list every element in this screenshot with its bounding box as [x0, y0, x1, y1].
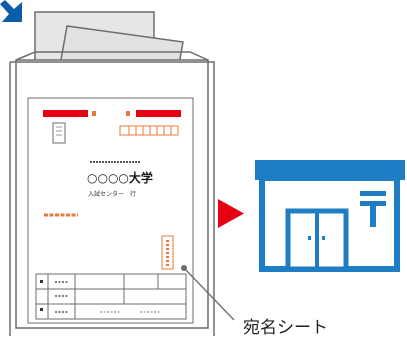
post-office-icon [255, 160, 405, 272]
address-sheet: ○○○○大学 入試センター 行 [27, 97, 194, 324]
callout-label: 宛名シート [243, 318, 328, 338]
university-name: ○○○○大学 [87, 170, 153, 185]
japan-post-mark-icon [360, 191, 386, 227]
red-bar-left [43, 110, 88, 117]
postal-code-boxes [119, 125, 179, 136]
callout-pointer [181, 265, 235, 321]
vertical-red-box [161, 235, 174, 270]
red-triangle-right-icon [218, 199, 244, 228]
sender-table [35, 273, 187, 320]
office-name: 入試センター 行 [88, 190, 136, 198]
arrow-down-right-icon [0, 0, 22, 22]
red-bar-right [136, 110, 181, 117]
stamp-box [52, 122, 66, 144]
